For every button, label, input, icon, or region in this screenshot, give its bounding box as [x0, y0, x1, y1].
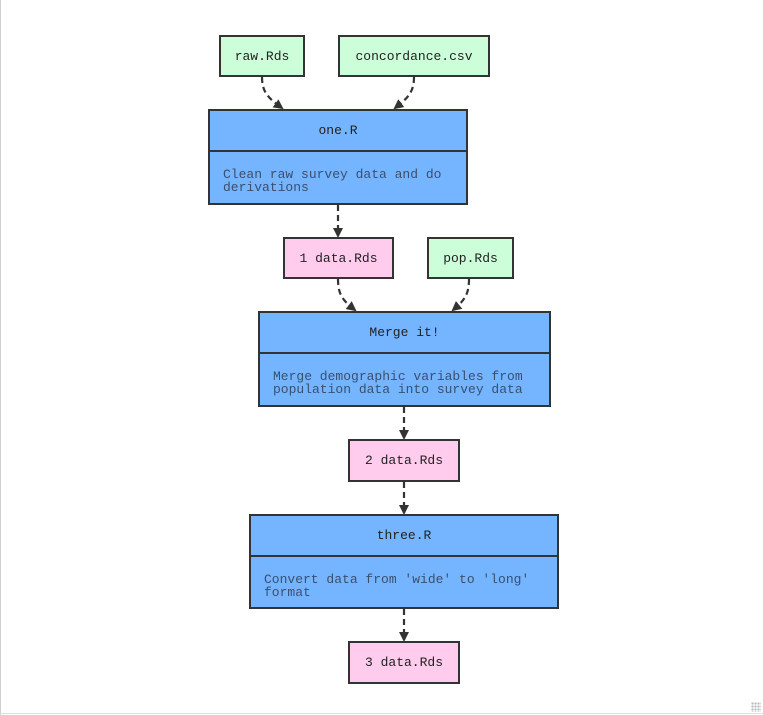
edge-pop-to-merge [451, 278, 471, 312]
output-file-2-data-rds[interactable]: 2 data.Rds [348, 439, 460, 482]
script-title: three.R [251, 516, 557, 557]
edge-data1-to-merge [336, 278, 357, 312]
input-file-label: pop.Rds [443, 250, 498, 266]
output-file-label: 2 data.Rds [364, 453, 443, 468]
output-file-label: 3 data.Rds [364, 655, 443, 670]
input-file-label: concordance.csv [355, 48, 473, 64]
output-file-label: 1 data.Rds [299, 250, 378, 266]
script-title: Merge it! [260, 313, 549, 354]
script-node-three-r[interactable]: three.R Convert data from 'wide' to 'lon… [249, 514, 559, 609]
resize-grip-icon[interactable] [751, 702, 761, 712]
input-file-concordance-csv[interactable]: concordance.csv [338, 35, 490, 77]
input-file-label: raw.Rds [234, 48, 290, 64]
script-node-merge-it[interactable]: Merge it! Merge demographic variables fr… [258, 311, 551, 407]
script-node-one-r[interactable]: one.R Clean raw survey data and do deriv… [208, 109, 468, 205]
input-file-raw-rds[interactable]: raw.Rds [219, 35, 305, 77]
output-file-1-data-rds[interactable]: 1 data.Rds [283, 237, 394, 279]
script-description: Convert data from 'wide' to 'long' forma… [264, 572, 530, 600]
edge-raw-to-one [260, 76, 284, 110]
script-description: Merge demographic variables from populat… [273, 369, 523, 397]
window-bottom-border [0, 713, 763, 714]
window-left-border [0, 0, 1, 715]
script-title: one.R [210, 111, 466, 152]
output-file-3-data-rds[interactable]: 3 data.Rds [348, 641, 460, 684]
edge-concordance-to-one [393, 76, 416, 110]
script-description: Clean raw survey data and do derivations [223, 167, 442, 195]
input-file-pop-rds[interactable]: pop.Rds [427, 237, 514, 279]
